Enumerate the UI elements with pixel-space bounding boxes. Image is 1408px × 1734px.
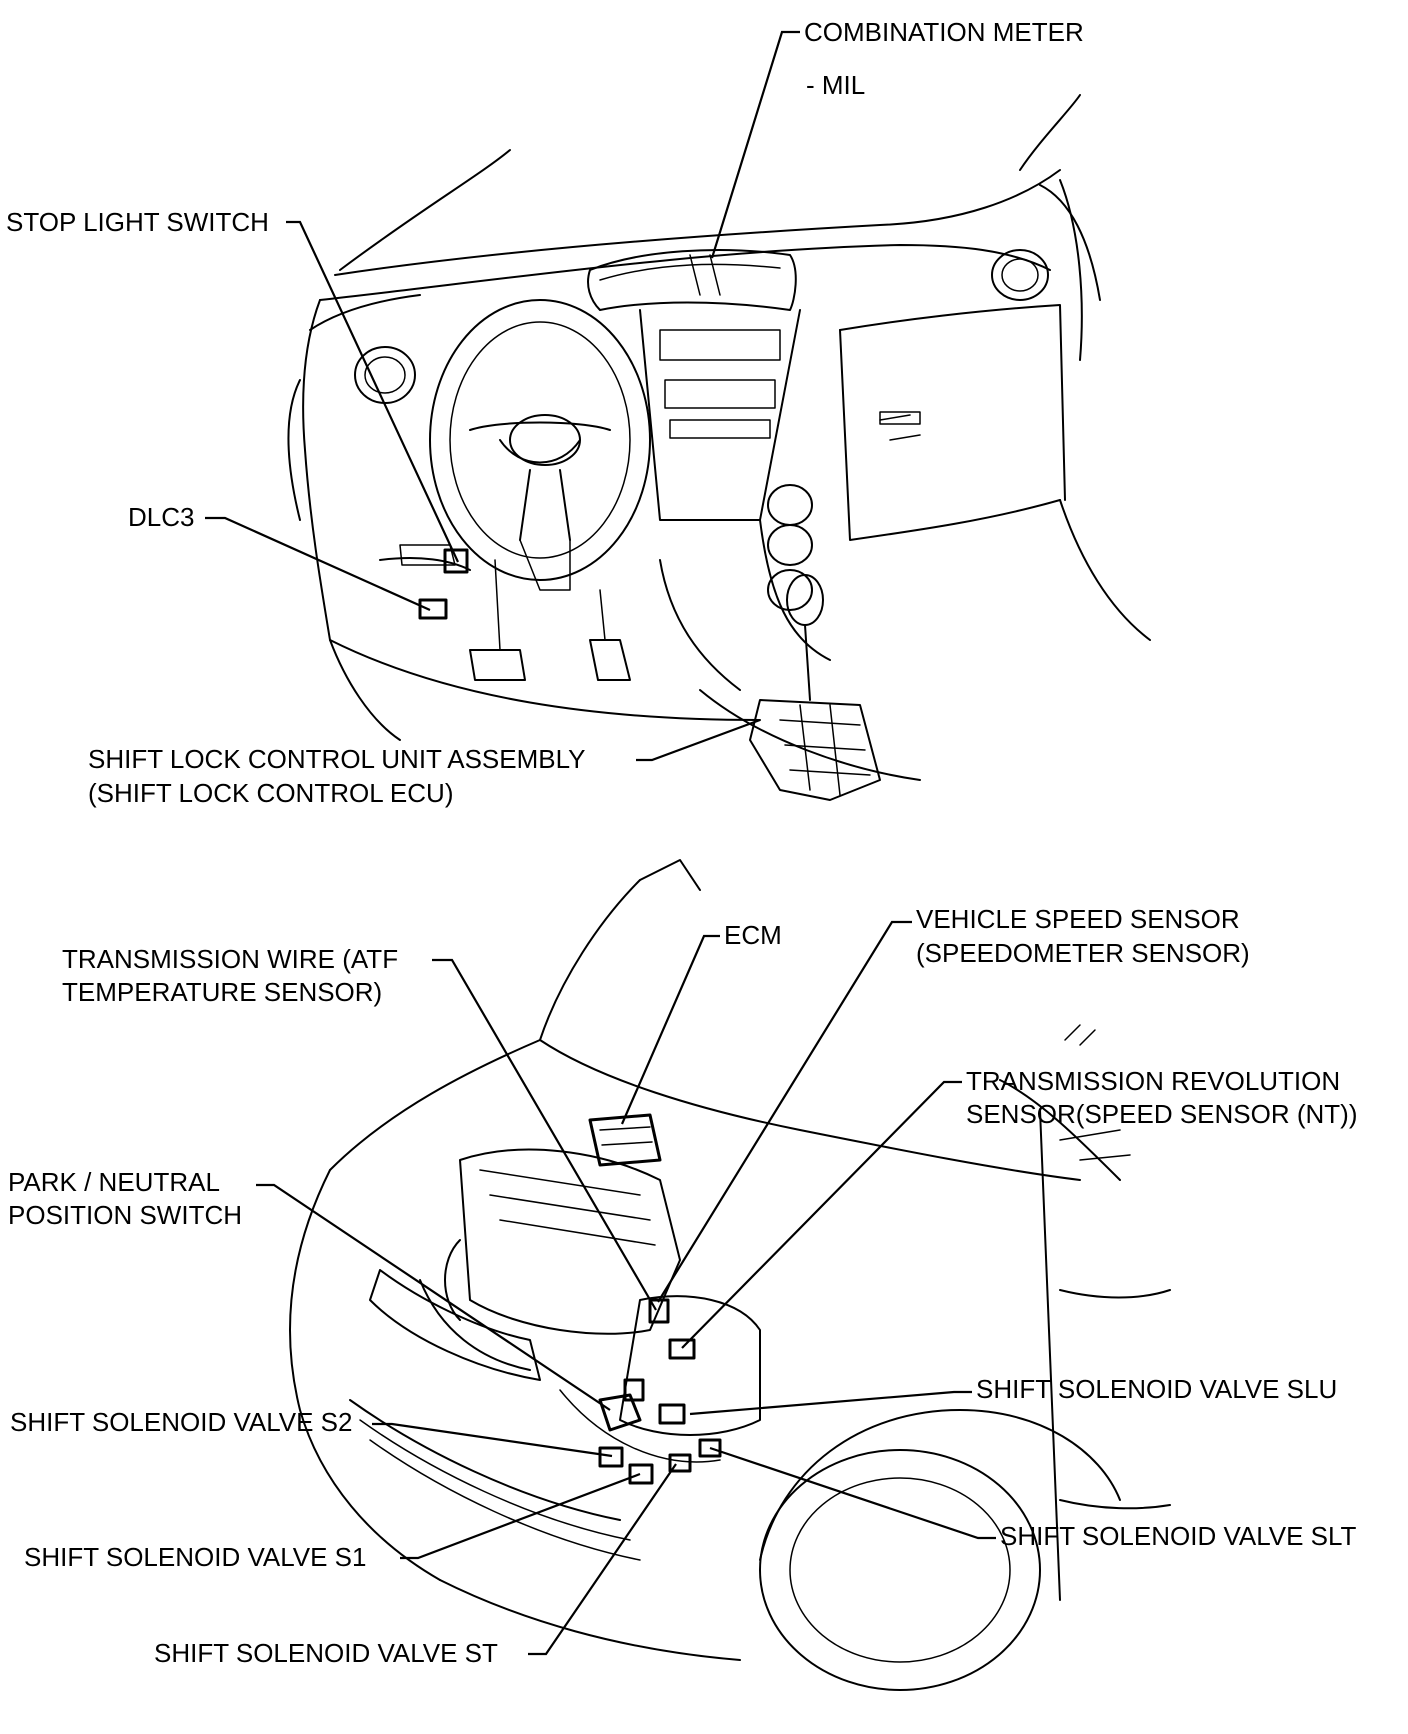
engine-compartment-illustration	[289, 859, 1171, 1691]
label-park-neutral-line2: POSITION SWITCH	[8, 1200, 242, 1230]
label-ssv-st: SHIFT SOLENOID VALVE ST	[154, 1638, 498, 1668]
label-ssv-s1: SHIFT SOLENOID VALVE S1	[24, 1542, 367, 1572]
label-mil: - MIL	[806, 70, 866, 100]
label-ssv-slt: SHIFT SOLENOID VALVE SLT	[1000, 1521, 1357, 1551]
label-dlc3: DLC3	[128, 502, 195, 532]
leader-lines	[205, 30, 996, 1656]
label-ecm: ECM	[724, 920, 782, 950]
label-combination-meter: COMBINATION METER	[804, 17, 1084, 47]
label-park-neutral-line1: PARK / NEUTRAL	[8, 1167, 220, 1197]
label-ssv-s2: SHIFT SOLENOID VALVE S2	[10, 1407, 353, 1437]
label-vehicle-speed-line1: VEHICLE SPEED SENSOR	[916, 904, 1240, 934]
label-vehicle-speed-line2: (SPEEDOMETER SENSOR)	[916, 938, 1250, 968]
label-shift-lock-line2: (SHIFT LOCK CONTROL ECU)	[88, 778, 454, 808]
dashboard-illustration	[287, 94, 1151, 801]
label-transmission-wire-line2: TEMPERATURE SENSOR)	[62, 977, 383, 1007]
label-trans-rev-line1: TRANSMISSION REVOLUTION	[966, 1066, 1341, 1096]
label-stop-light-switch: STOP LIGHT SWITCH	[6, 207, 269, 237]
label-shift-lock-line1: SHIFT LOCK CONTROL UNIT ASSEMBLY	[88, 744, 586, 774]
label-transmission-wire-line1: TRANSMISSION WIRE (ATF	[62, 944, 399, 974]
label-ssv-slu: SHIFT SOLENOID VALVE SLU	[976, 1374, 1338, 1404]
label-trans-rev-line2: SENSOR(SPEED SENSOR (NT))	[966, 1099, 1358, 1129]
